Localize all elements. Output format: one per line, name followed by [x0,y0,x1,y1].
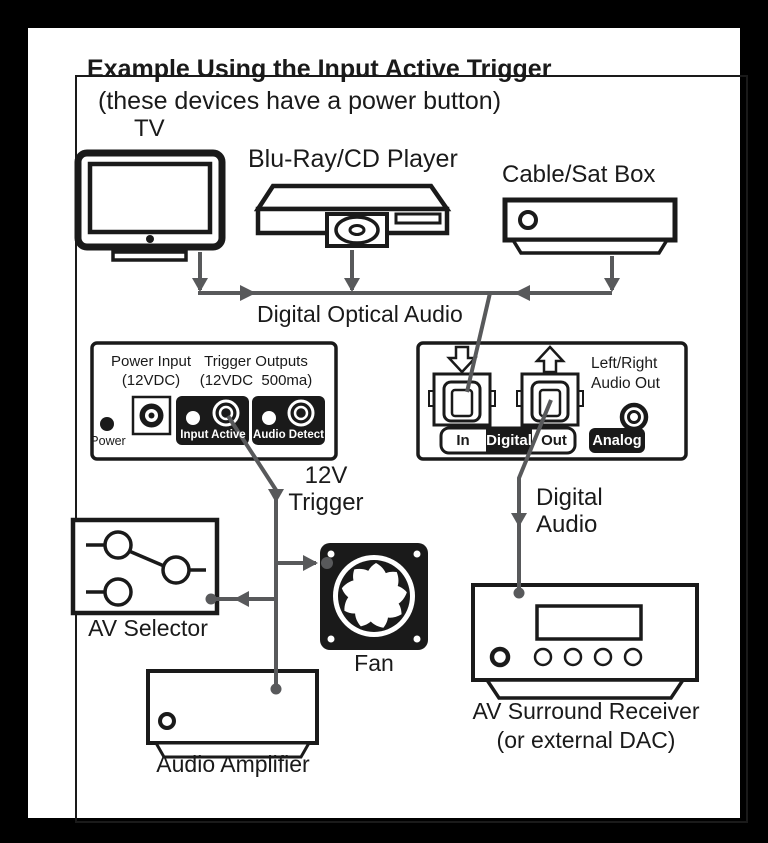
av-receiver-label-line1: AV Surround Receiver [472,698,700,724]
fan-icon [320,543,428,650]
page-title: Example Using the Input Active Trigger [87,55,552,83]
cable-sat-label: Cable/Sat Box [502,161,656,188]
power-led-icon [100,417,114,431]
trigger-outputs-label-line1: Trigger Outputs [204,353,308,370]
optical-out-label: Out [541,432,567,449]
twelve-v-trigger-label-line1: 12V [304,462,348,489]
rca-analog-jack-icon [619,402,649,432]
av-receiver-label-line2: (or external DAC) [496,727,676,753]
up-arrow-icon [534,345,566,374]
down-arrow-icon [446,345,478,374]
trigger-device-box [90,341,338,461]
analog-label: Analog [592,433,642,449]
optical-in-label: In [456,432,470,449]
bluray-player-icon [253,183,452,248]
av-receiver-icon [471,583,699,700]
optical-digital-label: Digital [486,432,532,449]
audio-amplifier-label: Audio Amplifier [156,751,310,777]
optical-in-connector-icon [428,372,496,427]
page-subtitle: (these devices have a power button) [98,87,502,115]
av-selector-label: AV Selector [88,615,208,641]
input-active-label: Input Active [180,429,246,441]
wire-endpoint-dots [205,557,525,695]
trigger-outputs-label-line2: (12VDC 500ma) [199,372,313,389]
audio-detect-label: Audio Detect [253,429,324,441]
wire-arrowheads [192,278,620,607]
bluray-label: Blu-Ray/CD Player [248,145,458,173]
power-input-label-line1: Power Input [110,353,192,370]
dc-power-jack-icon [131,395,172,436]
inner-frame-border [75,75,748,823]
analog-tag [589,428,645,453]
digital-audio-label-line1: Digital [536,484,603,511]
audio-detect-output-panel [252,396,325,445]
audio-out-label-line1: Left/Right [591,355,658,372]
connection-wires [192,250,620,695]
in-digital-out-pill [439,426,577,455]
wire-digital-audio [517,399,553,592]
optical-out-connector-icon [516,372,584,427]
tv-icon [74,149,226,262]
av-selector-box [70,517,220,616]
power-input-label-line2: (12VDC) [121,372,181,389]
twelve-v-trigger-label-line2: Trigger [288,489,364,516]
input-active-output-panel [176,396,249,445]
tv-label: TV [134,115,165,142]
digital-audio-label-line2: Audio [536,511,598,538]
digital-optical-audio-label: Digital Optical Audio [257,301,463,327]
power-led-label: Power [90,434,126,448]
audio-out-label-line2: Audio Out [591,375,660,392]
switch-symbol-icon [86,530,206,607]
cable-sat-box-icon [502,197,678,255]
wire-to-optical-in [465,292,492,393]
fan-label: Fan [354,650,394,676]
optical-switch-box [416,341,688,461]
audio-amplifier-icon [146,669,319,759]
